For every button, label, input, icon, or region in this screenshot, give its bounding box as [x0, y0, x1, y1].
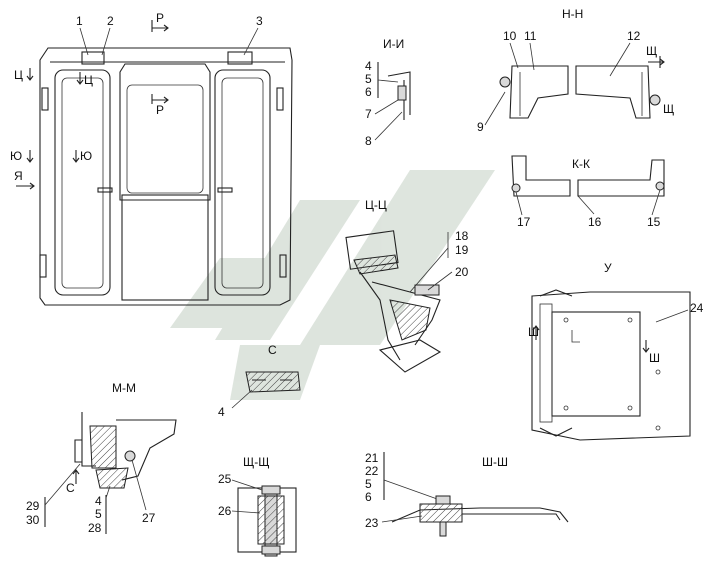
callout-23: 23	[365, 516, 379, 530]
callout-12: 12	[627, 29, 641, 43]
section-ii-title: И-И	[383, 37, 404, 51]
section-ii: И-И 4 5 6 7 8	[365, 37, 411, 148]
callout-7: 7	[365, 107, 372, 121]
callout-16: 17	[517, 215, 531, 229]
callout-26: 26	[218, 504, 232, 518]
callout-27: 27	[142, 511, 156, 525]
callout-24: 4	[218, 405, 225, 419]
view-s: С 4	[218, 343, 301, 419]
section-shchshch-title: Щ-Щ	[243, 455, 270, 469]
section-shsh-title: Ш-Ш	[482, 455, 508, 469]
callout-29: 29	[26, 499, 40, 513]
callout-19: 20	[455, 265, 469, 279]
callout-18: 19	[455, 243, 469, 257]
callout-28: 28	[88, 521, 102, 535]
section-tsts: Ц-Ц 18 19 20	[345, 198, 469, 373]
section-nn: Н-Н 10 11 12 9 Щ Щ	[477, 7, 674, 134]
section-arrow-yu-right: Ю	[80, 149, 92, 163]
callout-1: 1	[76, 14, 83, 28]
section-arrow-sh-right: Ш	[649, 351, 660, 365]
callout-6c: 6	[365, 490, 372, 504]
callout-9: 9	[477, 120, 484, 134]
callout-30: 30	[26, 513, 40, 527]
section-shsh: Ш-Ш 21 22 5 6 23	[365, 451, 569, 537]
callout-6: 6	[365, 85, 372, 99]
callout-4: 4	[365, 59, 372, 73]
section-mm-title: М-М	[112, 381, 136, 395]
callout-15: 16	[588, 215, 602, 229]
section-arrow-shch-bottom: Щ	[663, 102, 674, 116]
brand-logo-watermark	[170, 170, 495, 400]
callout-5c: 5	[365, 477, 372, 491]
section-nn-title: Н-Н	[562, 7, 583, 21]
callout-4b: 4	[95, 494, 102, 508]
callout-5: 5	[365, 72, 372, 86]
section-arrow-r-mid: Р	[156, 103, 164, 117]
section-arrow-ya: Я	[14, 169, 23, 183]
callout-3: 3	[256, 14, 263, 28]
callout-22: 22	[365, 464, 379, 478]
main-door-view	[39, 47, 293, 306]
callout-21: 21	[365, 451, 379, 465]
callout-5b: 5	[95, 507, 102, 521]
view-u-title: У	[604, 261, 612, 275]
section-shchshch: Щ-Щ 25 26	[218, 455, 297, 557]
section-arrow-s: С	[66, 481, 75, 495]
callout-20: 24	[690, 301, 704, 315]
view-s-title: С	[268, 343, 277, 357]
section-tsts-title: Ц-Ц	[365, 198, 387, 212]
callout-2: 2	[107, 14, 114, 28]
callout-8: 8	[365, 134, 372, 148]
section-arrow-yu-left: Ю	[10, 149, 22, 163]
callout-17: 18	[455, 229, 469, 243]
view-u: У 24 Ш Ш	[528, 261, 704, 441]
section-kk: К-К 17 16 15	[511, 155, 665, 229]
section-kk-title: К-К	[572, 157, 590, 171]
section-arrow-r-top: Р	[156, 11, 164, 25]
callout-11: 11	[524, 29, 537, 43]
section-arrow-shch-top: Щ	[646, 44, 657, 58]
section-arrow-sh-left: Ш	[528, 325, 539, 339]
callout-25: 25	[218, 472, 232, 486]
callout-14: 15	[647, 215, 661, 229]
section-arrow-ts-right: Ц	[84, 73, 93, 87]
main-view-callouts: 1 2 3 Р Р Ц Ц Ю Ю Я	[10, 11, 263, 190]
callout-10: 10	[503, 29, 517, 43]
section-mm: М-М С 29 30 4 5 28 27	[26, 381, 177, 535]
section-arrow-ts-left: Ц	[14, 68, 23, 82]
